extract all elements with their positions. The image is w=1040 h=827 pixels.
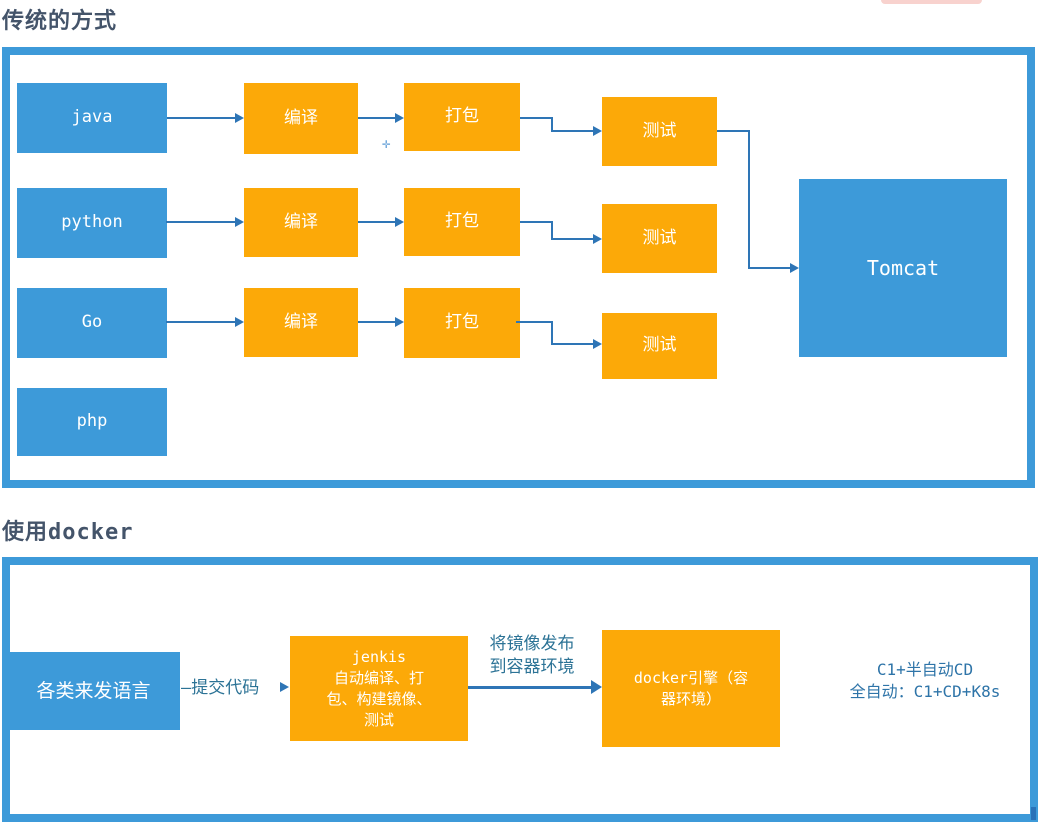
node-tomcat: Tomcat [799, 179, 1007, 357]
connector-compile-package-row3 [358, 321, 395, 323]
node-jenkins: jenkis 自动编译、打 包、构建镜像、 测试 [290, 636, 468, 741]
node-test-row1: 测试 [602, 97, 717, 166]
connector-package-test-row3 [551, 321, 553, 345]
node-go: Go [17, 288, 167, 358]
node-languages: 各类来发语言 [7, 652, 180, 730]
connector-package-test-row2 [520, 221, 553, 223]
arrow-head [395, 217, 404, 227]
connector-package-test-row2 [551, 221, 553, 240]
connector-java-compile [167, 117, 236, 119]
connector-compile-package-row2 [358, 221, 395, 223]
connector-test-tomcat [717, 130, 750, 132]
connector-jenkins-docker [468, 686, 594, 689]
node-package-row2: 打包 [404, 188, 520, 256]
arrow-head [280, 682, 289, 692]
arrow-head [235, 217, 244, 227]
node-package-row1: 打包 [404, 83, 520, 151]
cicd-note: C1+半自动CD 全自动：C1+CD+K8s [849, 660, 1001, 702]
node-compile-row3: 编译 [244, 288, 358, 357]
commit-code-label: —提交代码 [181, 678, 260, 698]
arrow-head [790, 263, 799, 273]
connector-go-compile [166, 321, 236, 323]
arrow-head [593, 339, 602, 349]
connector-package-test-row2 [551, 238, 593, 240]
arrow-head [235, 317, 244, 327]
highlight-remnant [881, 0, 982, 4]
corner-artifact [1031, 807, 1036, 820]
node-compile-row2: 编译 [244, 188, 358, 257]
node-docker-engine: docker引擎（容 器环境） [602, 630, 780, 747]
node-python: python [17, 188, 167, 258]
node-test-row2: 测试 [602, 204, 717, 273]
arrow-head [591, 680, 602, 694]
connector-test-tomcat [748, 130, 750, 269]
node-package-row3: 打包 [404, 288, 520, 358]
connector-compile-package-row1 [358, 117, 395, 119]
node-php: php [17, 388, 167, 456]
connector-package-test-row3 [516, 321, 553, 323]
arrow-head [395, 113, 404, 123]
arrow-head [593, 234, 602, 244]
connector-python-compile [166, 221, 236, 223]
connector-package-test-row1 [551, 117, 553, 132]
connector-package-test-row3 [551, 343, 593, 345]
connector-package-test-row1 [520, 117, 553, 119]
arrow-head [593, 126, 602, 136]
node-compile-row1: 编译 [244, 83, 358, 154]
section-title-docker: 使用docker [2, 520, 134, 545]
connector-package-test-row1 [551, 130, 593, 132]
crosshair-cursor-icon: ✛ [382, 136, 391, 152]
node-test-row3: 测试 [602, 313, 717, 379]
section-title-traditional: 传统的方式 [2, 9, 118, 34]
arrow-head [395, 317, 404, 327]
node-java: java [17, 83, 167, 153]
arrow-head [235, 113, 244, 123]
connector-test-tomcat [748, 267, 790, 269]
publish-image-label: 将镜像发布 到容器环境 [489, 634, 575, 677]
